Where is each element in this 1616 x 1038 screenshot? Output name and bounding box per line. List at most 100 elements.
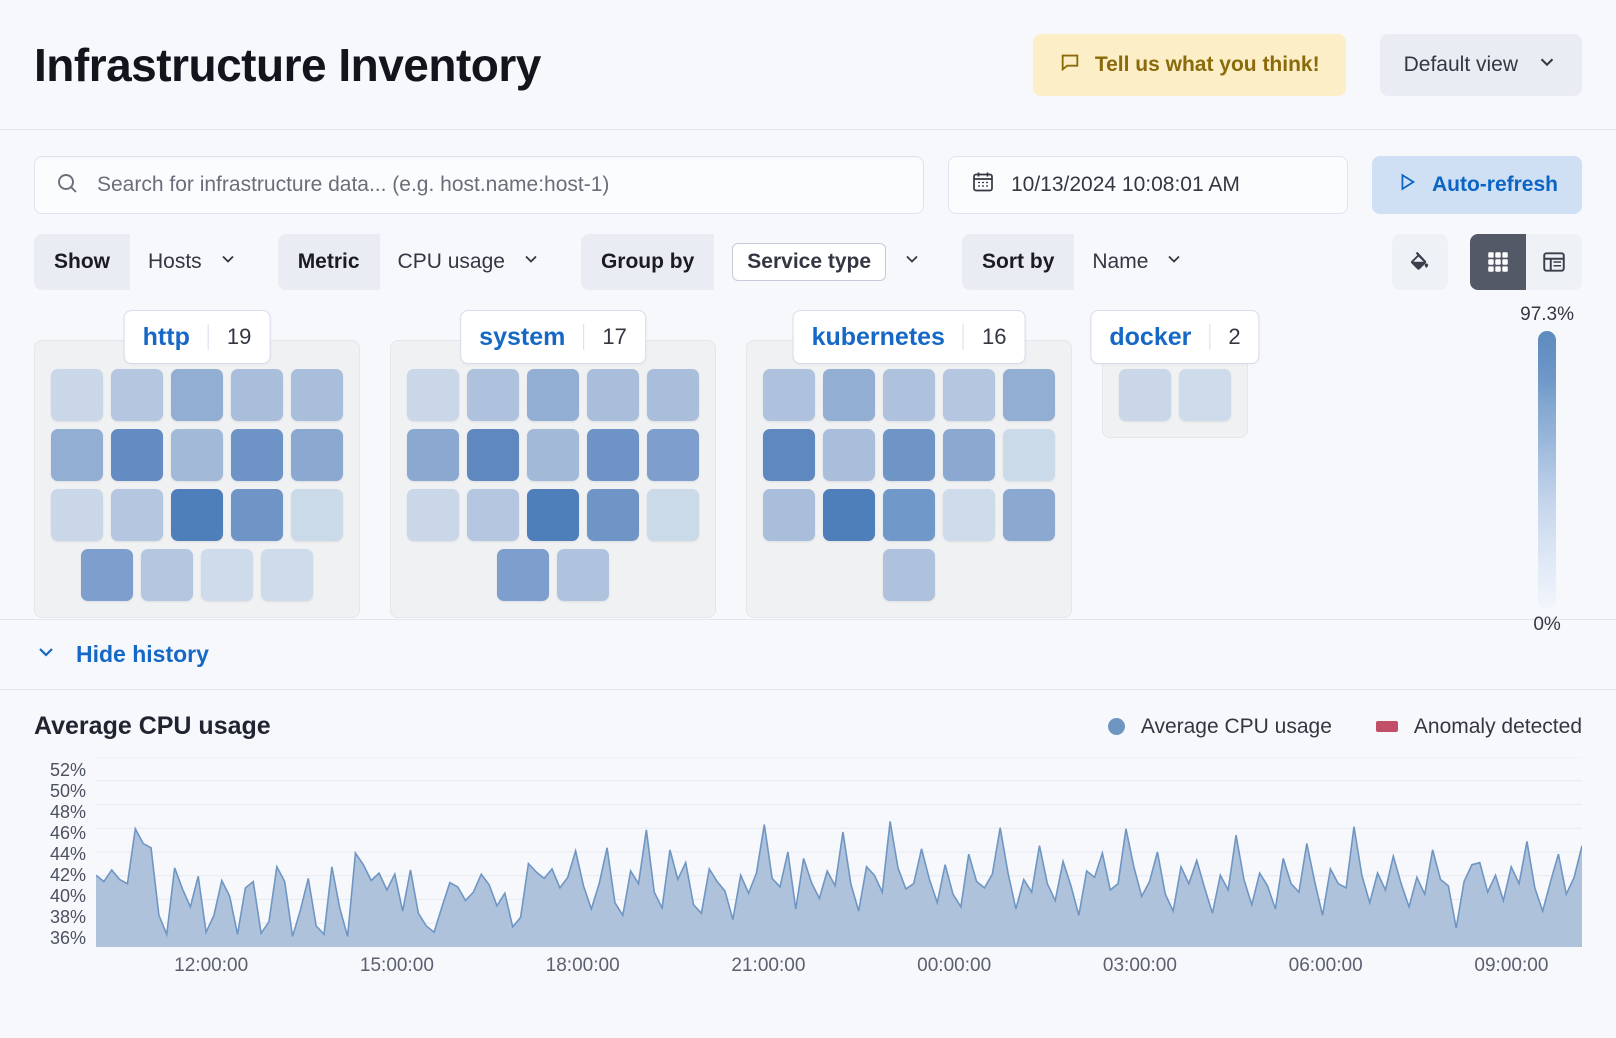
host-cell[interactable] <box>883 549 935 601</box>
host-cell[interactable] <box>1003 369 1055 421</box>
host-cell[interactable] <box>823 369 875 421</box>
default-view-button[interactable]: Default view <box>1379 33 1582 96</box>
feedback-button[interactable]: Tell us what you think! <box>1032 33 1346 96</box>
play-icon <box>1396 171 1418 199</box>
host-cell[interactable] <box>291 429 343 481</box>
host-cell[interactable] <box>407 369 459 421</box>
host-cell[interactable] <box>587 369 639 421</box>
group-docker-count: 2 <box>1209 324 1258 350</box>
host-cell[interactable] <box>587 429 639 481</box>
legend-item-anomaly-detected[interactable]: Anomaly detected <box>1375 715 1582 739</box>
search-input[interactable] <box>95 172 903 198</box>
host-cell[interactable] <box>943 429 995 481</box>
host-cell[interactable] <box>171 369 223 421</box>
search-bar[interactable] <box>34 156 924 214</box>
host-cell[interactable] <box>467 489 519 541</box>
host-cell[interactable] <box>1179 369 1231 421</box>
host-cell[interactable] <box>407 489 459 541</box>
plot-area[interactable] <box>96 757 1582 947</box>
host-cell[interactable] <box>1003 429 1055 481</box>
host-cell[interactable] <box>291 489 343 541</box>
auto-refresh-label: Auto-refresh <box>1431 173 1558 196</box>
view-toggle[interactable] <box>1470 234 1582 290</box>
y-axis: 52%50%48%46%44%42%40%38%36% <box>34 757 86 948</box>
host-cell[interactable] <box>467 429 519 481</box>
host-cell[interactable] <box>171 429 223 481</box>
host-cell[interactable] <box>823 489 875 541</box>
filter-group-by[interactable]: Group by Service type <box>580 234 940 290</box>
filter-metric[interactable]: Metric CPU usage <box>277 234 559 290</box>
group-http[interactable]: http 19 <box>34 310 360 618</box>
host-cell[interactable] <box>141 549 193 601</box>
host-cell[interactable] <box>111 429 163 481</box>
group-docker[interactable]: docker 2 <box>1090 310 1260 438</box>
host-cell[interactable] <box>291 369 343 421</box>
hide-history-button[interactable]: Hide history <box>34 640 209 670</box>
host-cell[interactable] <box>557 549 609 601</box>
host-cell[interactable] <box>51 369 103 421</box>
host-cell[interactable] <box>943 369 995 421</box>
group-system-pill[interactable]: system 17 <box>460 310 646 364</box>
fill-bucket-icon[interactable] <box>1392 234 1448 290</box>
host-cell[interactable] <box>231 429 283 481</box>
host-cell[interactable] <box>81 549 133 601</box>
legend-item-average-cpu-usage[interactable]: Average CPU usage <box>1107 715 1332 739</box>
host-cell[interactable] <box>1003 489 1055 541</box>
filter-sort-by[interactable]: Sort by Name <box>962 234 1202 290</box>
y-tick-label: 48% <box>49 802 86 822</box>
group-kubernetes[interactable]: kubernetes 16 <box>746 310 1072 618</box>
filter-metric-value[interactable]: CPU usage <box>380 234 559 290</box>
host-cell[interactable] <box>883 429 935 481</box>
host-cell[interactable] <box>201 549 253 601</box>
host-cell[interactable] <box>1119 369 1171 421</box>
group-kubernetes-pill[interactable]: kubernetes 16 <box>792 310 1026 364</box>
waffle-row <box>763 489 1055 541</box>
date-picker[interactable]: 10/13/2024 10:08:01 AM <box>947 156 1348 214</box>
grid-view-icon[interactable] <box>1470 234 1526 290</box>
waffle-row <box>51 429 343 481</box>
host-cell[interactable] <box>763 369 815 421</box>
host-cell[interactable] <box>51 489 103 541</box>
host-cell[interactable] <box>231 369 283 421</box>
filter-group-by-value[interactable]: Service type <box>714 234 940 290</box>
waffle-row <box>51 489 343 541</box>
host-cell[interactable] <box>467 369 519 421</box>
host-cell[interactable] <box>231 489 283 541</box>
y-tick-label: 36% <box>49 928 86 948</box>
host-cell[interactable] <box>111 369 163 421</box>
auto-refresh-button[interactable]: Auto-refresh <box>1371 156 1582 214</box>
host-cell[interactable] <box>883 369 935 421</box>
page-title: Infrastructure Inventory <box>34 38 541 91</box>
host-cell[interactable] <box>527 429 579 481</box>
host-cell[interactable] <box>497 549 549 601</box>
host-cell[interactable] <box>883 489 935 541</box>
legend-marker-circle <box>1107 718 1125 735</box>
group-http-pill[interactable]: http 19 <box>123 310 271 364</box>
filter-show[interactable]: Show Hosts <box>34 234 256 290</box>
host-cell[interactable] <box>587 489 639 541</box>
host-cell[interactable] <box>943 489 995 541</box>
host-cell[interactable] <box>647 429 699 481</box>
host-cell[interactable] <box>527 369 579 421</box>
host-cell[interactable] <box>111 489 163 541</box>
host-cell[interactable] <box>647 369 699 421</box>
host-cell[interactable] <box>763 429 815 481</box>
host-cell[interactable] <box>51 429 103 481</box>
host-cell[interactable] <box>407 429 459 481</box>
x-tick-label: 06:00:00 <box>1288 955 1363 976</box>
table-view-icon[interactable] <box>1526 234 1582 290</box>
host-cell[interactable] <box>823 429 875 481</box>
host-cell[interactable] <box>647 489 699 541</box>
host-cell[interactable] <box>261 549 313 601</box>
host-cell[interactable] <box>527 489 579 541</box>
host-cell[interactable] <box>171 489 223 541</box>
y-tick-label: 52% <box>49 760 86 780</box>
group-system[interactable]: system 17 <box>390 310 716 618</box>
series-line-average-cpu-usage <box>96 821 1582 936</box>
y-tick-label: 40% <box>49 886 86 906</box>
group-docker-pill[interactable]: docker 2 <box>1090 310 1260 364</box>
filter-show-value[interactable]: Hosts <box>130 234 256 290</box>
host-cell[interactable] <box>763 489 815 541</box>
filter-sort-by-value[interactable]: Name <box>1074 234 1202 290</box>
